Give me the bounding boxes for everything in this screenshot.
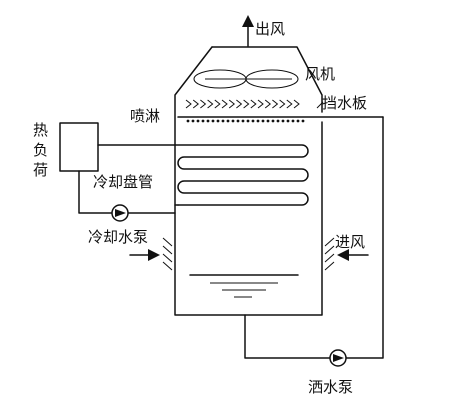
drift-chevron (243, 99, 250, 109)
drift-chevron (236, 99, 243, 109)
water-basin (189, 274, 299, 298)
spray-label: 喷淋 (130, 107, 160, 125)
drift-chevron (185, 99, 192, 109)
cooling-coil-icon (97, 144, 309, 206)
air-out-label: 出风 (255, 20, 285, 38)
spray-nozzle-dot (191, 119, 195, 123)
drift-chevron (207, 99, 214, 109)
fan-icon (193, 69, 299, 89)
spray-pump-icon (329, 349, 347, 367)
spray-nozzle-dot (286, 119, 290, 123)
drift-chevron (257, 99, 264, 109)
spray-nozzle-dot (236, 119, 240, 123)
spray-nozzle-dot (216, 119, 220, 123)
drift-chevron (192, 99, 200, 109)
drift-eliminator-label: 挡水板 (322, 94, 367, 112)
spray-nozzle-dot (251, 119, 255, 123)
spray-pump-label: 洒水泵 (308, 378, 353, 396)
heat-load-label-1: 热 (33, 121, 48, 139)
drift-chevron (264, 99, 272, 109)
spray-nozzle-dot (281, 119, 285, 123)
spray-nozzle-dot (271, 119, 275, 123)
spray-nozzle-dot (301, 119, 305, 123)
air-in-left (129, 237, 173, 271)
spray-nozzle-dot (201, 119, 205, 123)
drift-chevron (286, 99, 293, 109)
air-in-label: 进风 (335, 233, 365, 251)
fan-label: 风机 (305, 65, 335, 83)
heat-load-label-3: 荷 (33, 161, 48, 179)
drift-chevron (214, 99, 221, 109)
spray-nozzle-dot (221, 119, 225, 123)
spray-nozzle-dot (261, 119, 265, 123)
spray-nozzle-dot (241, 119, 245, 123)
spray-nozzle-dot (231, 119, 235, 123)
drift-eliminator-leader (316, 101, 324, 109)
heat-load-box (59, 122, 99, 172)
heat-load-label-2: 负 (33, 141, 48, 159)
spray-nozzle-dot (291, 119, 295, 123)
spray-header (177, 116, 384, 123)
spray-nozzle-dot (276, 119, 280, 123)
air-in-right (324, 237, 369, 271)
cooling-water-pipe (78, 170, 176, 214)
spray-nozzle-dot (246, 119, 250, 123)
cooling-water-pump-label: 冷却水泵 (88, 228, 148, 246)
drift-chevron (228, 99, 236, 109)
drift-eliminator-icon (185, 99, 300, 109)
spray-nozzle-dot (226, 119, 230, 123)
drift-chevron (272, 99, 279, 109)
cooling-water-pump-icon (111, 204, 129, 222)
spray-nozzle-dot (186, 119, 190, 123)
drift-chevron (200, 99, 207, 109)
spray-nozzle-dot (296, 119, 300, 123)
drift-chevron (293, 99, 300, 109)
spray-nozzle-dot (196, 119, 200, 123)
drift-chevron (279, 99, 286, 109)
drift-chevron (250, 99, 257, 109)
spray-nozzle-dot (266, 119, 270, 123)
spray-water-pipe (244, 116, 384, 359)
drift-chevron (221, 99, 228, 109)
cooling-coil-label: 冷却盘管 (93, 173, 153, 191)
spray-nozzle-dot (206, 119, 210, 123)
spray-nozzle-dot (256, 119, 260, 123)
spray-nozzle-dot (211, 119, 215, 123)
